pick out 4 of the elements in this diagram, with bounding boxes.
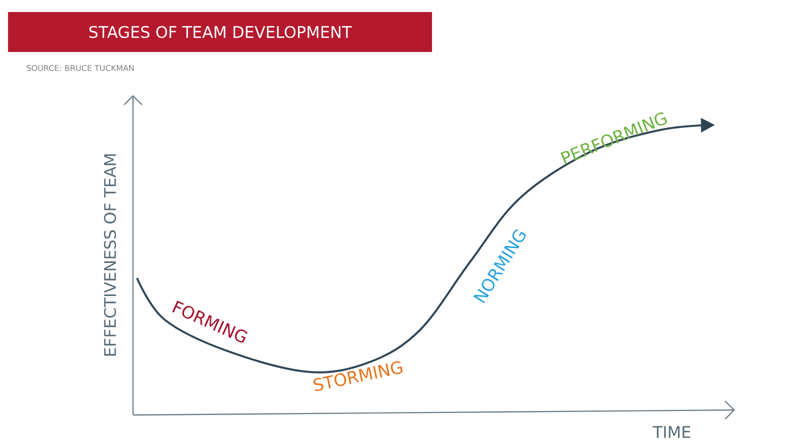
axis-label: EFFECTIVENESS OF TEAM	[104, 154, 116, 356]
title-banner: STAGES OF TEAM DEVELOPMENT	[8, 12, 432, 52]
source-note: SOURCE: BRUCE TUCKMAN	[26, 64, 134, 72]
axis-label: TIME	[652, 426, 690, 438]
